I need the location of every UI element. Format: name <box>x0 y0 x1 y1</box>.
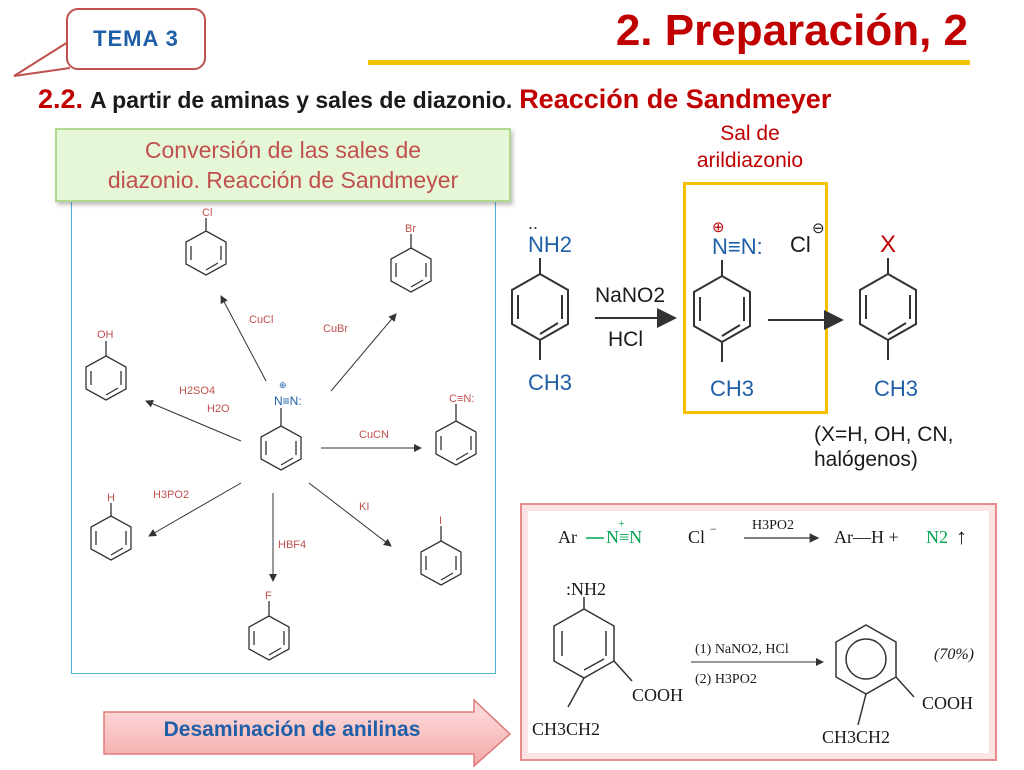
aniline-ring <box>511 272 569 342</box>
note-line-2: diazonio. Reacción de Sandmeyer <box>107 167 459 193</box>
reagent-h3po2: H3PO2 <box>153 489 189 501</box>
cl-benzene <box>185 230 227 276</box>
br-benzene <box>390 247 432 293</box>
title-underline <box>368 60 970 65</box>
diazo-ch3: CH3 <box>710 376 754 401</box>
arrow-to-br <box>330 313 397 392</box>
deamination-panel <box>528 511 989 753</box>
banner-label: Desaminación de anilinas <box>163 718 421 741</box>
eq2-ethyl: CH3CH2 <box>532 719 600 739</box>
product-f: F <box>265 590 272 602</box>
eq1-diazonium: N≡N <box>606 527 642 547</box>
note-line-1: Conversión de las sales de <box>144 137 422 163</box>
oh-benzene <box>85 355 127 401</box>
center-benzene <box>260 425 302 471</box>
h-benzene <box>90 515 132 561</box>
eq2-amine: :NH2 <box>566 579 606 599</box>
product-oh: OH <box>97 329 114 341</box>
section-reaction: Reacción de Sandmeyer <box>519 84 832 114</box>
badge-tail <box>13 41 71 77</box>
gas-arrow-icon: ↑ <box>956 524 967 549</box>
x-note-line2: halógenos) <box>814 448 918 471</box>
product-cl: Cl <box>202 207 212 219</box>
eq2-product-cooh: COOH <box>922 693 973 713</box>
i-benzene <box>420 540 462 586</box>
eq2-cond1: (1) NaNO2, HCl <box>695 642 789 657</box>
section-subtitle: 2.2. A partir de aminas y sales de diazo… <box>38 84 831 115</box>
sal-label-line2: arildiazonio <box>696 149 804 172</box>
lone-pair-dots: .. <box>528 213 538 233</box>
x-note: (X=H, OH, CN, halógenos) <box>814 422 953 472</box>
cn-benzene <box>435 420 477 466</box>
eq1-n2: N2 <box>926 527 948 547</box>
reactant-ring <box>553 608 615 679</box>
product-ring <box>859 272 917 342</box>
reagent-hcl: HCl <box>608 328 643 351</box>
deamination-scheme: Ar + N≡N Cl − H3PO2 Ar—H + N2 ↑ :NH2 COO… <box>532 516 974 747</box>
diazo-group: N≡N: <box>712 234 763 259</box>
eq1-product: Ar—H + <box>834 527 899 547</box>
tema-badge: TEMA 3 <box>66 8 206 70</box>
center-diazo-label: N≡N: <box>274 394 302 408</box>
eq2-cond2: (2) H3PO2 <box>695 672 757 687</box>
eq2-yield: (70%) <box>934 646 974 663</box>
product-x: X <box>880 231 896 258</box>
eq1-reagent: H3PO2 <box>752 518 794 533</box>
eq2-product-ethyl: CH3CH2 <box>822 727 890 747</box>
arrow-to-oh <box>145 400 242 442</box>
reagent-cucl: CuCl <box>249 314 273 326</box>
product-ch3: CH3 <box>874 376 918 401</box>
product-i: I <box>439 515 442 527</box>
section-text: A partir de aminas y sales de diazonio. <box>90 87 513 113</box>
eq1-minus: − <box>710 522 717 536</box>
page-title: 2. Preparación, 2 <box>615 6 968 55</box>
chloride-charge: ⊖ <box>812 220 825 237</box>
product-h: H <box>107 492 115 504</box>
note-box: Conversión de las sales de diazonio. Rea… <box>55 128 511 202</box>
arrow-to-i <box>308 482 392 547</box>
diazonium-ring <box>693 274 751 344</box>
f-benzene <box>248 615 290 661</box>
banner-arrow-shape <box>103 698 512 768</box>
section-number: 2.2. <box>38 84 84 114</box>
aniline-ch3: CH3 <box>528 370 572 395</box>
reagent-cucn: CuCN <box>359 429 389 441</box>
sal-label-line1: Sal de <box>720 122 780 145</box>
sal-label: Sal de arildiazonio <box>680 120 820 174</box>
diazonium-highlight-box <box>683 182 828 414</box>
arrow-to-h <box>148 482 242 537</box>
aniline-nh2: NH2 <box>528 232 572 257</box>
sandmeyer-reaction: .. NH2 CH3 NaNO2 HCl ⊕ N≡N: Cl ⊖ CH3 X C… <box>511 213 918 401</box>
reagent-h2o: H2O <box>207 403 230 415</box>
arrow-to-cl <box>220 295 267 382</box>
reagent-h2so4: H2SO4 <box>179 385 215 397</box>
eq1-plus: + <box>618 516 625 530</box>
reagent-cubr: CuBr <box>323 323 348 335</box>
x-note-line1: (X=H, OH, CN, <box>814 423 954 446</box>
eq1-chloride: Cl <box>688 527 705 547</box>
reagent-hbf4: HBF4 <box>278 539 306 551</box>
reagent-nano2: NaNO2 <box>595 284 665 307</box>
eq2-cooh: COOH <box>632 685 683 705</box>
sandmeyer-radial-scheme: ⊕ N≡N: Cl Br OH C≡N: H I F CuCl CuBr H2S… <box>85 207 477 661</box>
diazo-charge: ⊕ <box>712 219 725 236</box>
eq1-ar: Ar <box>558 527 577 547</box>
chloride-ion: Cl <box>790 232 811 257</box>
product-cn: C≡N: <box>449 393 474 405</box>
product-br: Br <box>405 223 416 235</box>
product-benzene <box>835 624 897 695</box>
reagent-ki: KI <box>359 501 369 513</box>
center-charge: ⊕ <box>279 380 287 390</box>
